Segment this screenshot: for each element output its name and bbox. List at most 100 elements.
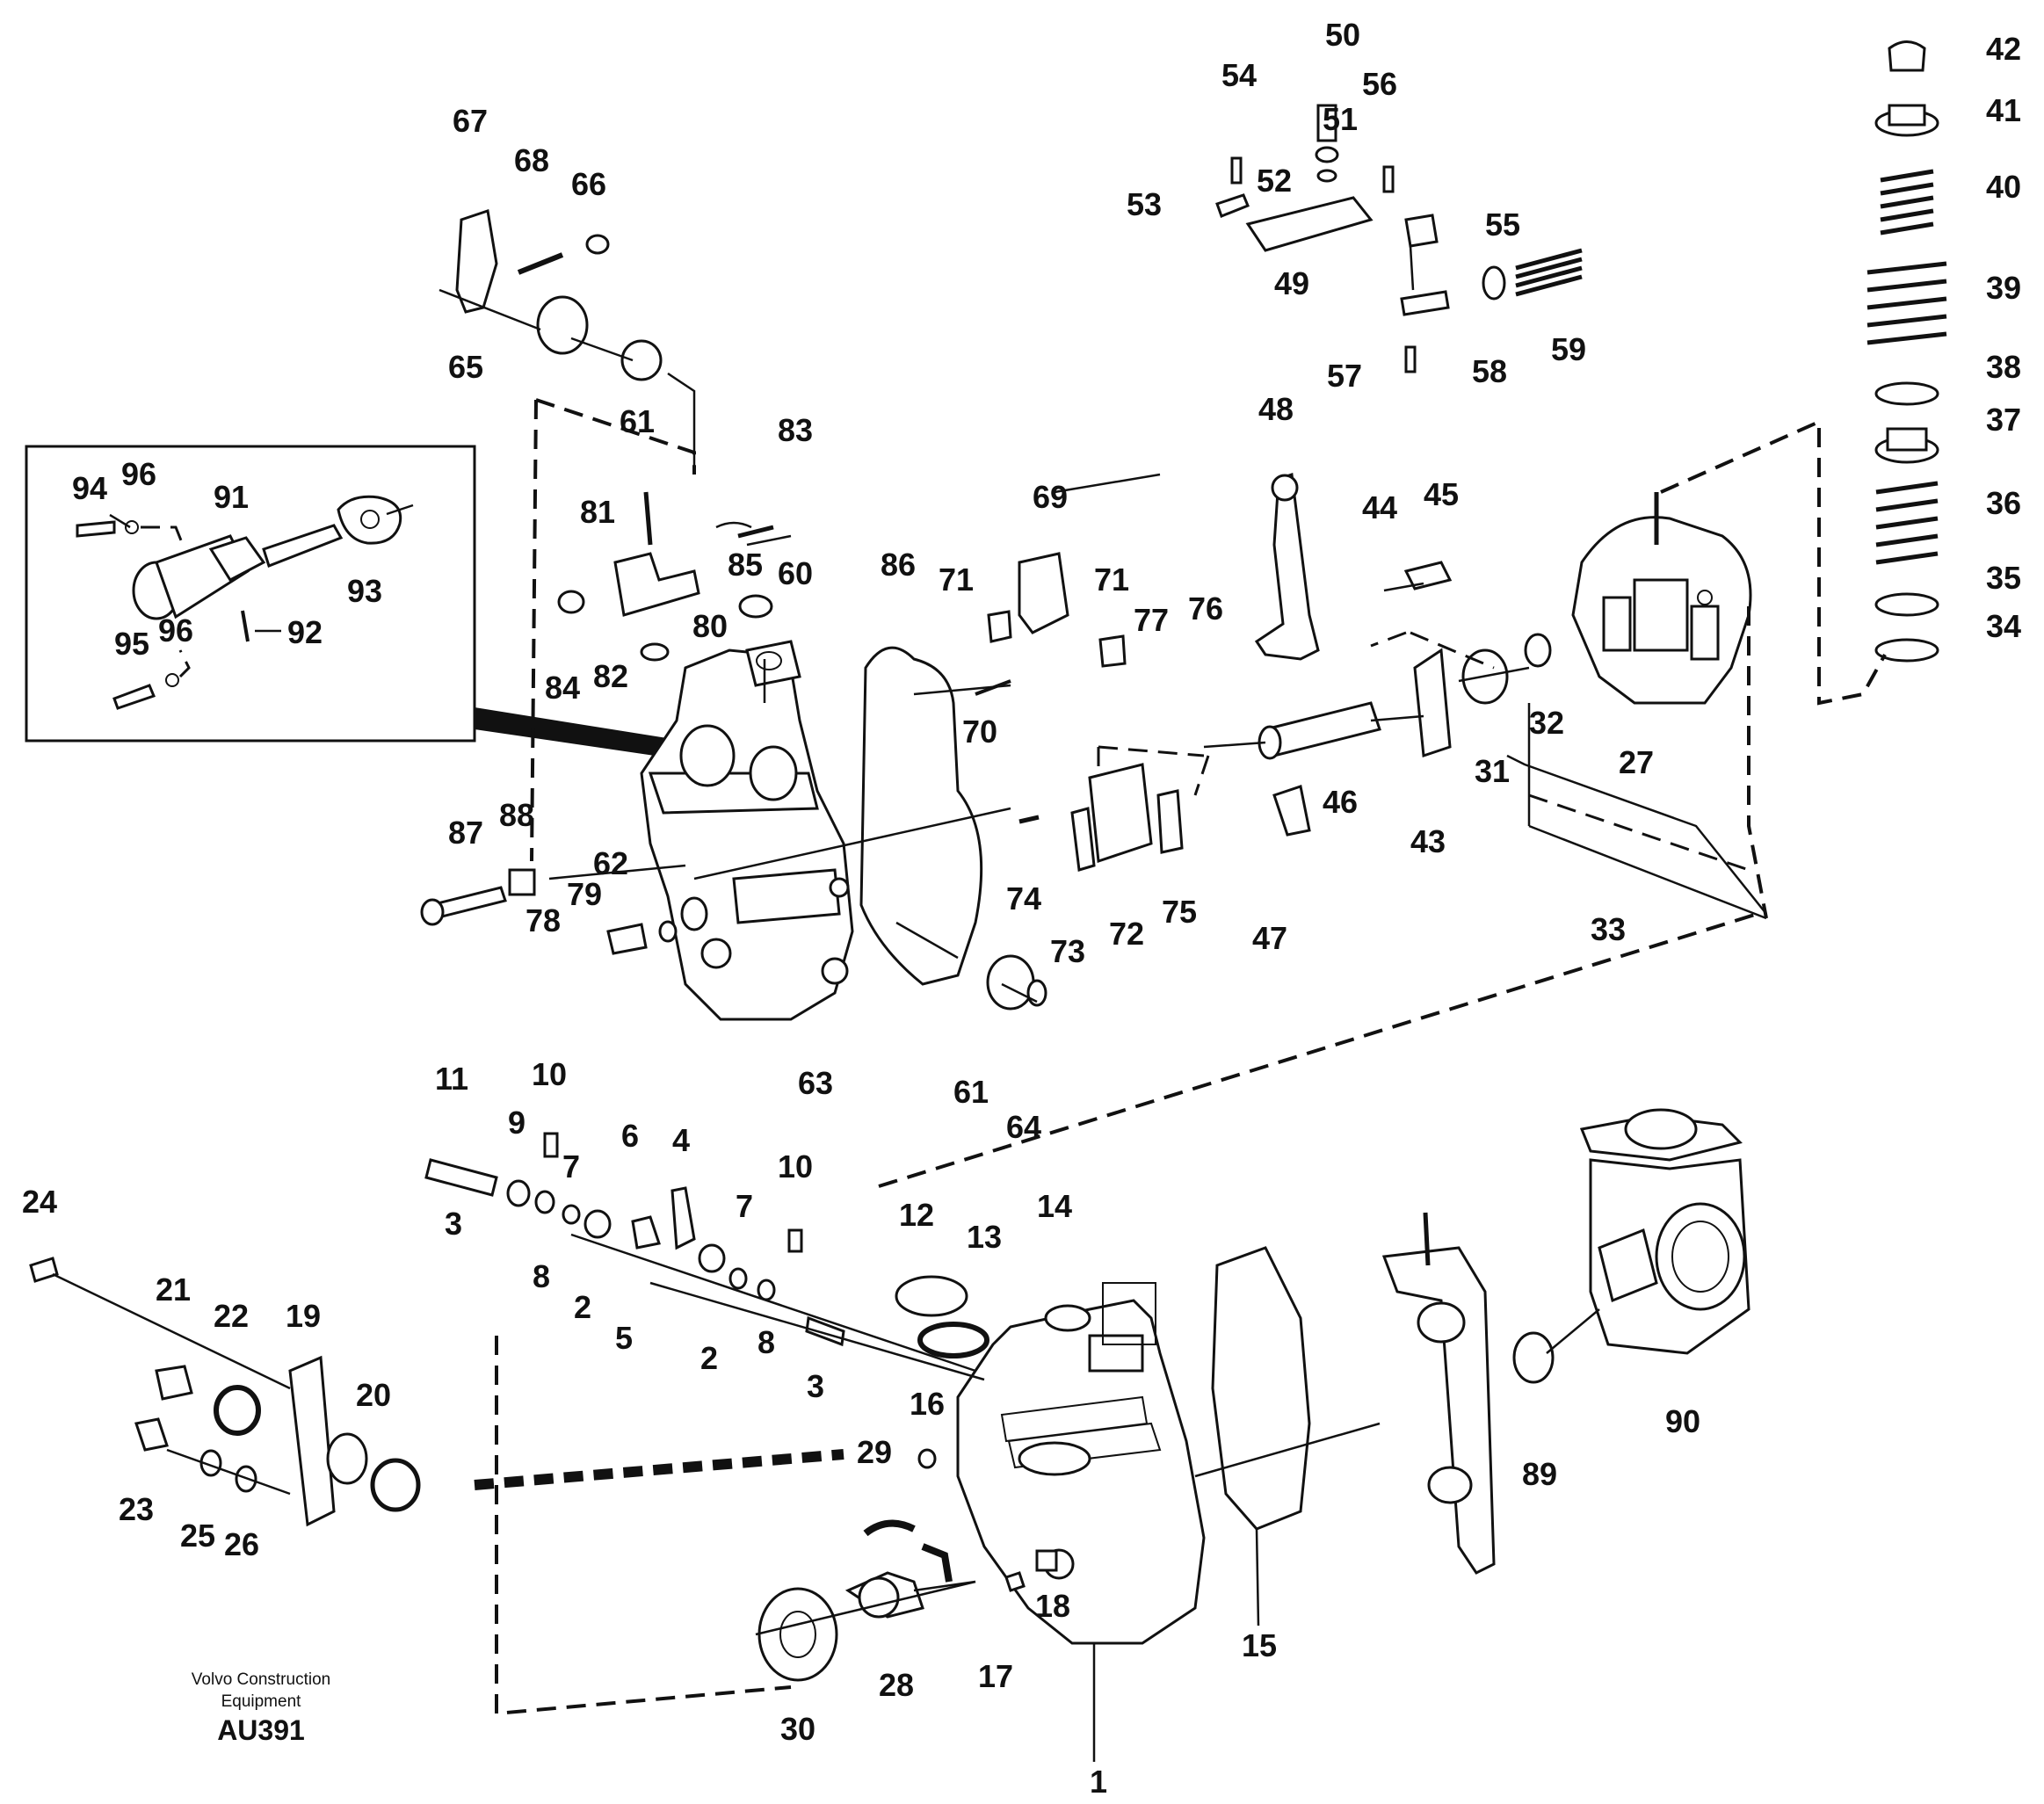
caption-code: AU391 xyxy=(217,1714,305,1746)
callout-37: 37 xyxy=(1986,402,2021,438)
callout-2b: 2 xyxy=(700,1340,718,1376)
callout-75: 75 xyxy=(1162,894,1197,930)
callout-57: 57 xyxy=(1327,358,1362,394)
governor-housing-60 xyxy=(640,640,854,1021)
pump-housing-1 xyxy=(956,1282,1206,1645)
callout-46: 46 xyxy=(1323,784,1358,820)
callout-96a: 96 xyxy=(121,456,156,492)
callout-30: 30 xyxy=(780,1711,815,1747)
bracket-lower-right xyxy=(1381,1212,1496,1575)
callout-10a: 10 xyxy=(532,1056,567,1092)
callout-41: 41 xyxy=(1986,92,2021,128)
callout-22: 22 xyxy=(214,1298,249,1334)
callout-95: 95 xyxy=(114,626,149,662)
callout-86: 86 xyxy=(881,547,916,583)
callout-20: 20 xyxy=(356,1377,391,1413)
callout-72: 72 xyxy=(1109,916,1144,952)
callout-27: 27 xyxy=(1619,744,1654,780)
callout-11: 11 xyxy=(435,1061,468,1097)
upper-left-parts xyxy=(455,209,1047,1011)
callout-7a: 7 xyxy=(562,1148,580,1185)
callout-79: 79 xyxy=(567,876,602,912)
callout-16: 16 xyxy=(910,1386,945,1422)
callout-39: 39 xyxy=(1986,270,2021,306)
callout-70: 70 xyxy=(962,714,997,750)
callout-33: 33 xyxy=(1591,911,1626,947)
callout-45: 45 xyxy=(1424,476,1459,512)
callout-18: 18 xyxy=(1035,1588,1070,1624)
callout-15: 15 xyxy=(1242,1627,1277,1663)
callout-32: 32 xyxy=(1529,705,1564,741)
callout-36: 36 xyxy=(1986,485,2021,521)
callout-13: 13 xyxy=(967,1219,1002,1255)
callout-1: 1 xyxy=(1090,1764,1107,1800)
callout-85: 85 xyxy=(728,547,763,583)
callout-24: 24 xyxy=(22,1184,57,1220)
callout-65: 65 xyxy=(448,349,483,385)
callout-96b: 96 xyxy=(158,612,193,648)
callout-21: 21 xyxy=(156,1271,191,1308)
lever-assembly-49 xyxy=(1215,104,1583,373)
callout-69: 69 xyxy=(1033,479,1068,515)
callout-31: 31 xyxy=(1475,753,1510,789)
callout-23: 23 xyxy=(119,1491,154,1527)
callout-61b: 61 xyxy=(953,1074,989,1110)
connection-lines xyxy=(52,288,1887,1716)
callout-64: 64 xyxy=(1006,1109,1041,1145)
callout-91: 91 xyxy=(214,479,249,515)
callout-92: 92 xyxy=(287,614,323,650)
callout-76: 76 xyxy=(1188,590,1223,627)
callout-7b: 7 xyxy=(736,1188,753,1224)
callout-55: 55 xyxy=(1485,206,1520,243)
callout-82: 82 xyxy=(593,658,628,694)
seal-89 xyxy=(1512,1331,1555,1384)
callout-88: 88 xyxy=(499,797,534,833)
housing-90 xyxy=(1579,1108,1750,1355)
callout-3a: 3 xyxy=(445,1206,462,1242)
callout-67: 67 xyxy=(453,103,488,139)
gasket-15 xyxy=(1211,1246,1311,1531)
callout-61a: 61 xyxy=(620,403,655,439)
callout-80: 80 xyxy=(692,608,728,644)
callout-68: 68 xyxy=(514,142,549,178)
callout-12: 12 xyxy=(899,1197,934,1233)
callout-60: 60 xyxy=(778,555,813,591)
callout-51: 51 xyxy=(1323,101,1358,137)
callout-34: 34 xyxy=(1986,608,2021,644)
coupling-parts xyxy=(757,1519,953,1682)
callout-53: 53 xyxy=(1127,186,1162,222)
callout-17: 17 xyxy=(978,1658,1013,1694)
callout-73: 73 xyxy=(1050,933,1085,969)
callout-71a: 71 xyxy=(939,561,974,598)
callout-90: 90 xyxy=(1665,1403,1700,1439)
callout-63: 63 xyxy=(798,1065,833,1101)
callout-77: 77 xyxy=(1134,602,1169,638)
spring-stack xyxy=(1866,40,1947,663)
callout-87: 87 xyxy=(448,815,483,851)
callout-25: 25 xyxy=(180,1518,215,1554)
callout-labels: 1 2 2 3 3 4 5 6 7 7 8 8 9 10 10 11 12 13… xyxy=(22,17,2021,1800)
callout-93: 93 xyxy=(347,573,382,609)
callout-8b: 8 xyxy=(757,1324,775,1360)
callout-5: 5 xyxy=(615,1320,633,1356)
callout-59: 59 xyxy=(1551,331,1586,367)
callout-47: 47 xyxy=(1252,920,1287,956)
callout-35: 35 xyxy=(1986,560,2021,596)
callout-26: 26 xyxy=(224,1526,259,1562)
callout-83: 83 xyxy=(778,412,813,448)
lever-48 xyxy=(1254,472,1320,661)
caption-line1: Volvo Construction xyxy=(192,1670,330,1689)
callout-54: 54 xyxy=(1221,57,1257,93)
callout-48: 48 xyxy=(1258,391,1294,427)
callout-6: 6 xyxy=(621,1118,639,1154)
small-lower-parts xyxy=(424,1132,1058,1592)
callout-89: 89 xyxy=(1522,1456,1557,1492)
callout-62: 62 xyxy=(593,845,628,881)
governor-flyweight-assembly-27 xyxy=(1571,492,1752,705)
callout-14: 14 xyxy=(1037,1188,1072,1224)
callout-49: 49 xyxy=(1274,265,1309,301)
callout-74: 74 xyxy=(1006,880,1041,916)
callout-8a: 8 xyxy=(533,1258,550,1294)
callout-94: 94 xyxy=(72,470,107,506)
